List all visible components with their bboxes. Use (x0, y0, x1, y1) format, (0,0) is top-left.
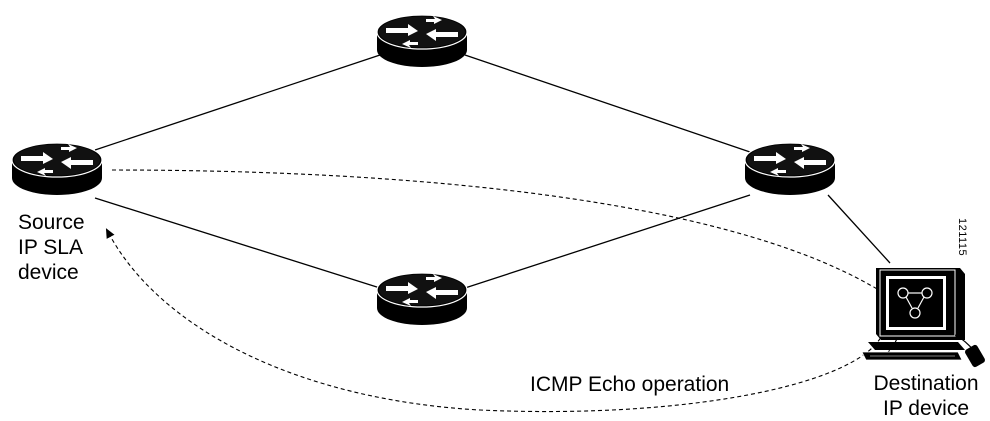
link-top-right (464, 54, 751, 153)
top-router-icon (376, 14, 468, 68)
destination-label-line2: IP device (883, 397, 969, 420)
source-device-label: Source IP SLA device (18, 210, 108, 285)
operation-label: ICMP Echo operation (530, 373, 730, 396)
source-label-line3: device (18, 261, 79, 284)
echo-request-path (111, 169, 901, 361)
destination-device-label: Destination IP device (864, 371, 988, 421)
links (94, 54, 891, 289)
link-bottom-right (464, 194, 751, 289)
source-router-icon (11, 142, 103, 196)
icmp-echo-path (105, 169, 901, 413)
right-router-icon (744, 142, 836, 196)
source-label-line2: IP SLA (18, 236, 83, 259)
workstation-icon (861, 268, 985, 368)
link-source-bottom (94, 197, 381, 289)
destination-label-line1: Destination (873, 372, 979, 395)
bottom-router-icon (376, 272, 468, 326)
source-label-line1: Source (18, 211, 85, 234)
figure-id: 121115 (956, 218, 968, 257)
echo-reply-path (105, 228, 886, 413)
link-source-top (94, 54, 381, 151)
link-right-destination (827, 194, 891, 264)
